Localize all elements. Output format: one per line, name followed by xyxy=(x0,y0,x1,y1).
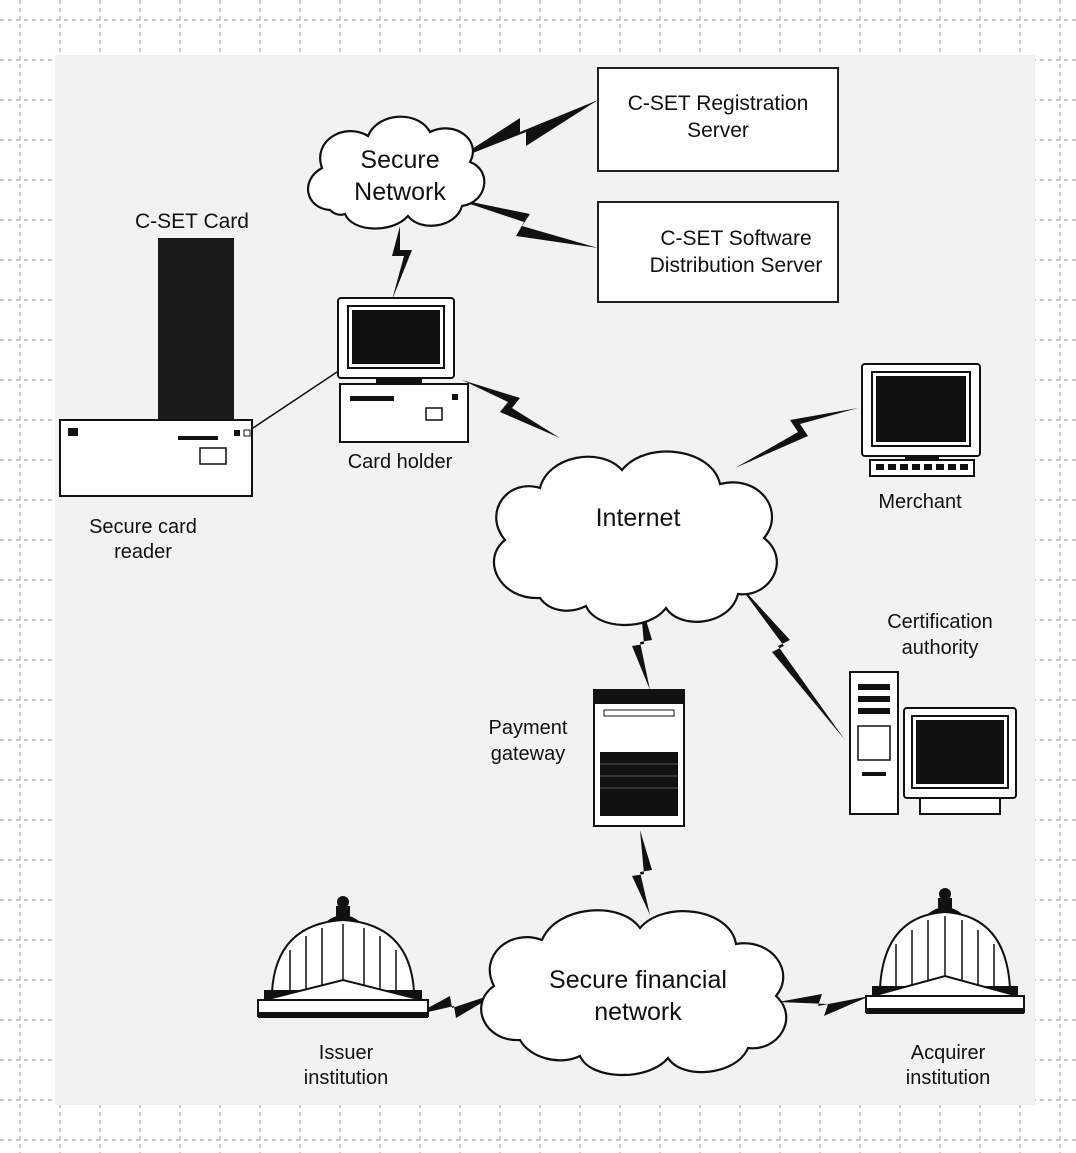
internet: Internet xyxy=(492,450,778,627)
lightning-bolt-icon xyxy=(455,100,598,160)
merchant-label: Merchant xyxy=(878,491,962,513)
cset-card: C-SET Card xyxy=(135,210,249,428)
reader-slot xyxy=(178,436,218,440)
lightning-bolt-icon xyxy=(415,992,500,1018)
issuer-institution: Issuer institution xyxy=(257,896,429,1089)
card-reader-line2: reader xyxy=(114,541,172,563)
payment-gateway: Payment gateway xyxy=(489,689,685,827)
certification-authority-line1: Certification xyxy=(887,611,993,633)
merchant: Merchant xyxy=(861,363,981,513)
server-tower-icon xyxy=(849,671,899,815)
distribution-server: C-SET Software Distribution Server xyxy=(597,201,839,303)
certification-authority-line2: authority xyxy=(902,637,979,659)
card-holder: Card holder xyxy=(337,297,469,473)
secure-card-reader: Secure card reader xyxy=(59,419,253,563)
certification-authority: Certification authority xyxy=(849,611,1017,815)
desktop-computer-icon xyxy=(903,707,1017,815)
server-tower-icon xyxy=(593,689,685,827)
lightning-bolt-icon xyxy=(462,380,560,438)
registration-server-line2: Server xyxy=(687,119,749,142)
acquirer-institution: Acquirer institution xyxy=(865,888,1025,1089)
issuer-institution-line1: Issuer xyxy=(319,1042,374,1064)
secure-financial-network: Secure financial network xyxy=(480,909,788,1077)
lightning-bolt-icon xyxy=(632,830,652,915)
registration-server-line1: C-SET Registration xyxy=(628,92,809,115)
reader-led xyxy=(68,428,78,436)
cloud-icon xyxy=(306,115,486,230)
issuer-institution-line2: institution xyxy=(304,1067,389,1089)
lightning-bolt-icon xyxy=(778,994,870,1016)
desktop-computer-icon xyxy=(337,297,469,443)
card-holder-label: Card holder xyxy=(348,451,453,473)
secure-financial-network-line1: Secure financial xyxy=(549,966,727,994)
payment-gateway-line1: Payment xyxy=(489,717,568,739)
internet-label: Internet xyxy=(596,504,681,532)
distribution-server-line2: Distribution Server xyxy=(650,254,823,277)
cset-card-label: C-SET Card xyxy=(135,210,249,233)
lightning-bolt-icon xyxy=(392,226,412,300)
card-reader-line1: Secure card xyxy=(89,516,197,538)
acquirer-institution-line2: institution xyxy=(906,1067,991,1089)
registration-server: C-SET Registration Server xyxy=(597,67,839,172)
reader-light xyxy=(234,430,240,436)
secure-network-line2: Network xyxy=(354,178,446,206)
reader-light xyxy=(243,429,251,437)
desktop-computer-icon xyxy=(861,363,981,477)
distribution-server-line1: C-SET Software xyxy=(660,227,811,250)
secure-network: Secure Network xyxy=(306,115,486,230)
lightning-bolt-icon xyxy=(735,408,858,468)
reader-button xyxy=(199,447,227,465)
card-reader-connection-line xyxy=(249,369,341,431)
secure-network-line1: Secure xyxy=(360,146,439,174)
cloud-icon xyxy=(492,450,778,627)
payment-gateway-line2: gateway xyxy=(491,743,566,765)
cloud-icon xyxy=(480,909,788,1077)
smart-card-icon xyxy=(158,238,234,428)
bank-building-icon xyxy=(865,888,1025,1014)
bank-building-icon xyxy=(257,896,429,1018)
acquirer-institution-line1: Acquirer xyxy=(911,1042,986,1064)
secure-financial-network-line2: network xyxy=(594,998,682,1026)
card-reader-body-icon xyxy=(59,419,253,497)
server-box-icon xyxy=(597,201,839,303)
server-box-icon xyxy=(597,67,839,172)
